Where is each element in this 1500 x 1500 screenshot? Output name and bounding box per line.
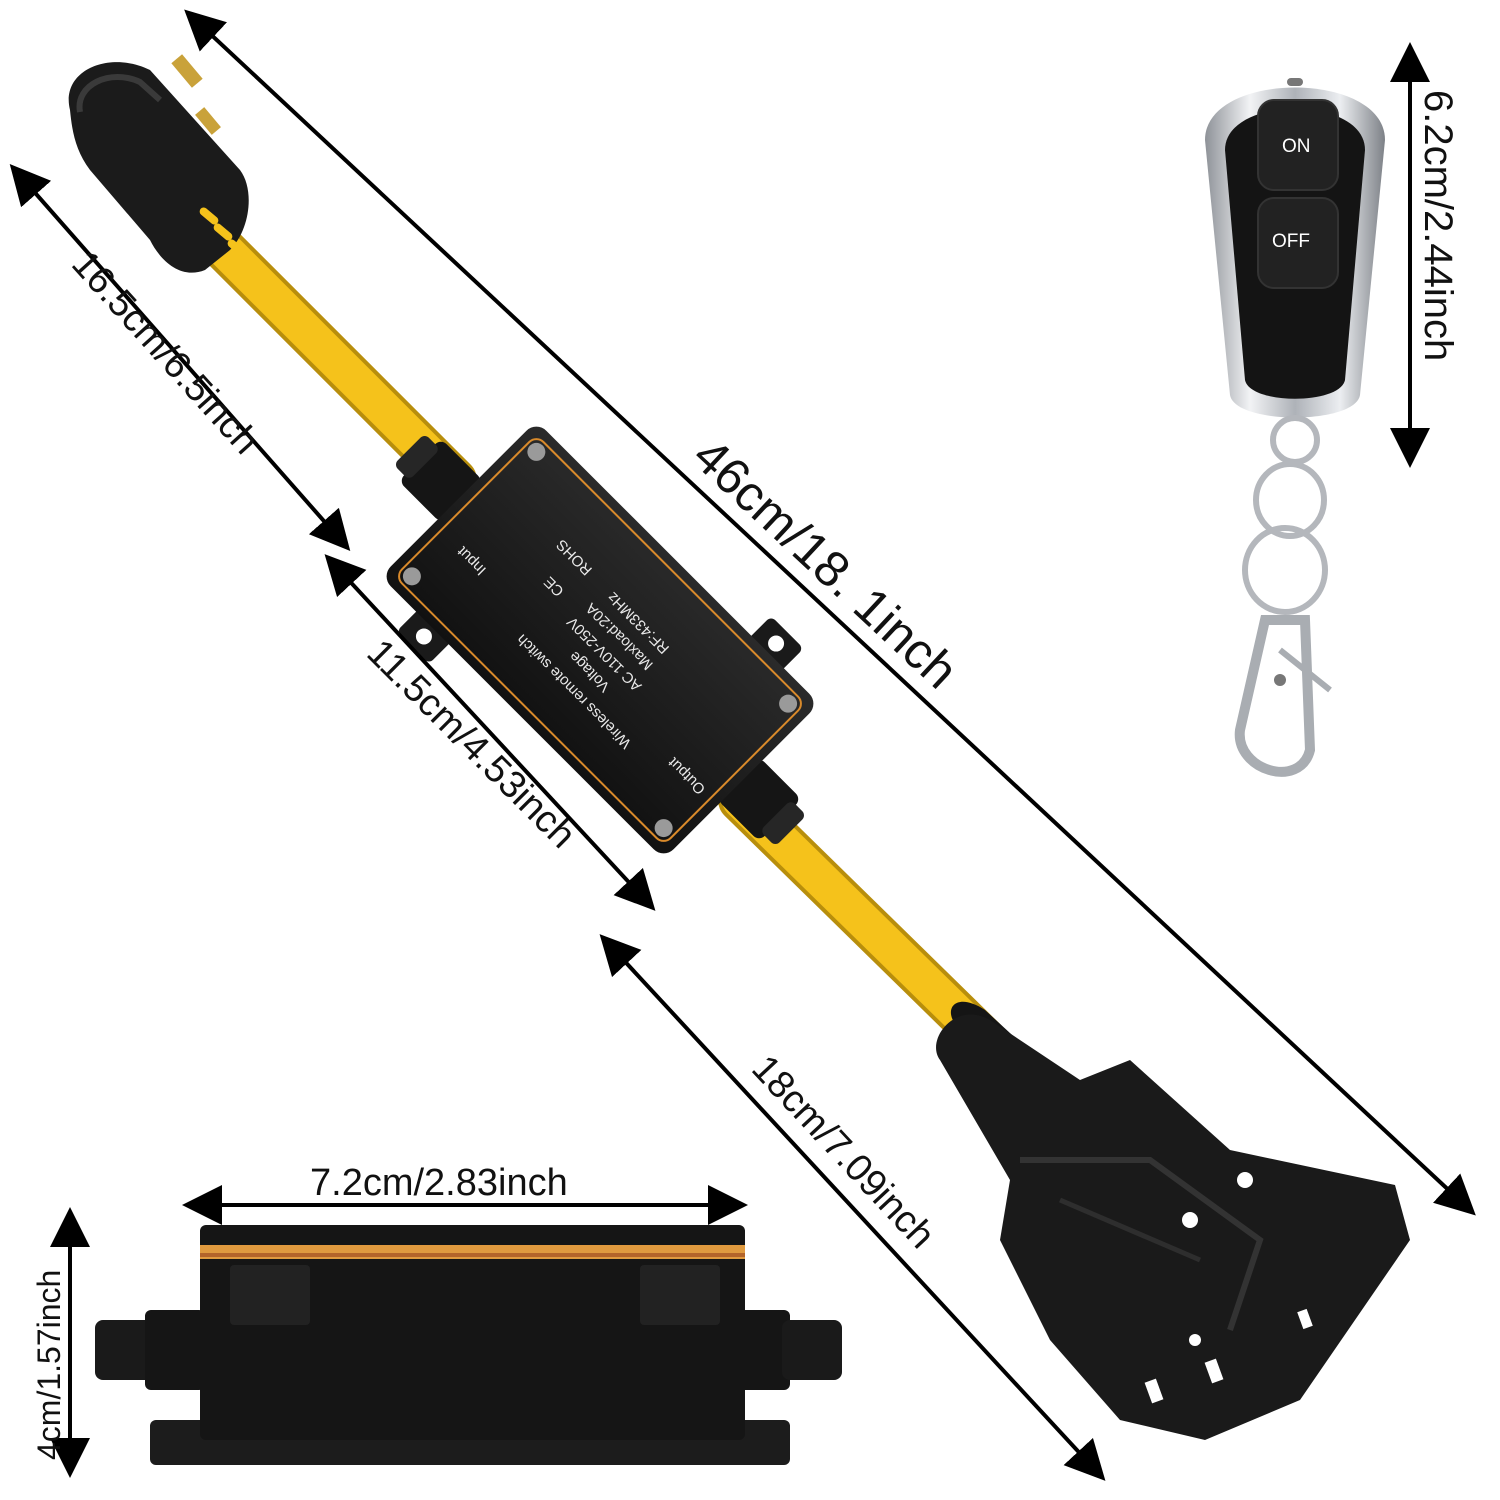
remote-height-label: 6.2cm/2.44inch (1416, 90, 1460, 361)
box-width-label: 7.2cm/2.83inch (310, 1162, 568, 1204)
remote-control: ON OFF (1205, 78, 1385, 777)
off-label: OFF (1272, 231, 1310, 252)
dimension-arrows (9, 9, 1476, 1481)
plug-segment-arrow (9, 163, 351, 552)
box-side-view (95, 1225, 842, 1465)
total-length-arrow (184, 9, 1476, 1216)
outlet-segment-arrow (599, 934, 1106, 1481)
box-height-label: 4cm/1.57inch (31, 1270, 67, 1460)
plug (68, 54, 249, 273)
on-label: ON (1282, 136, 1311, 157)
box-length-arrow (324, 554, 656, 911)
outlet-segment-label: 18cm/7.09inch (743, 1047, 942, 1256)
